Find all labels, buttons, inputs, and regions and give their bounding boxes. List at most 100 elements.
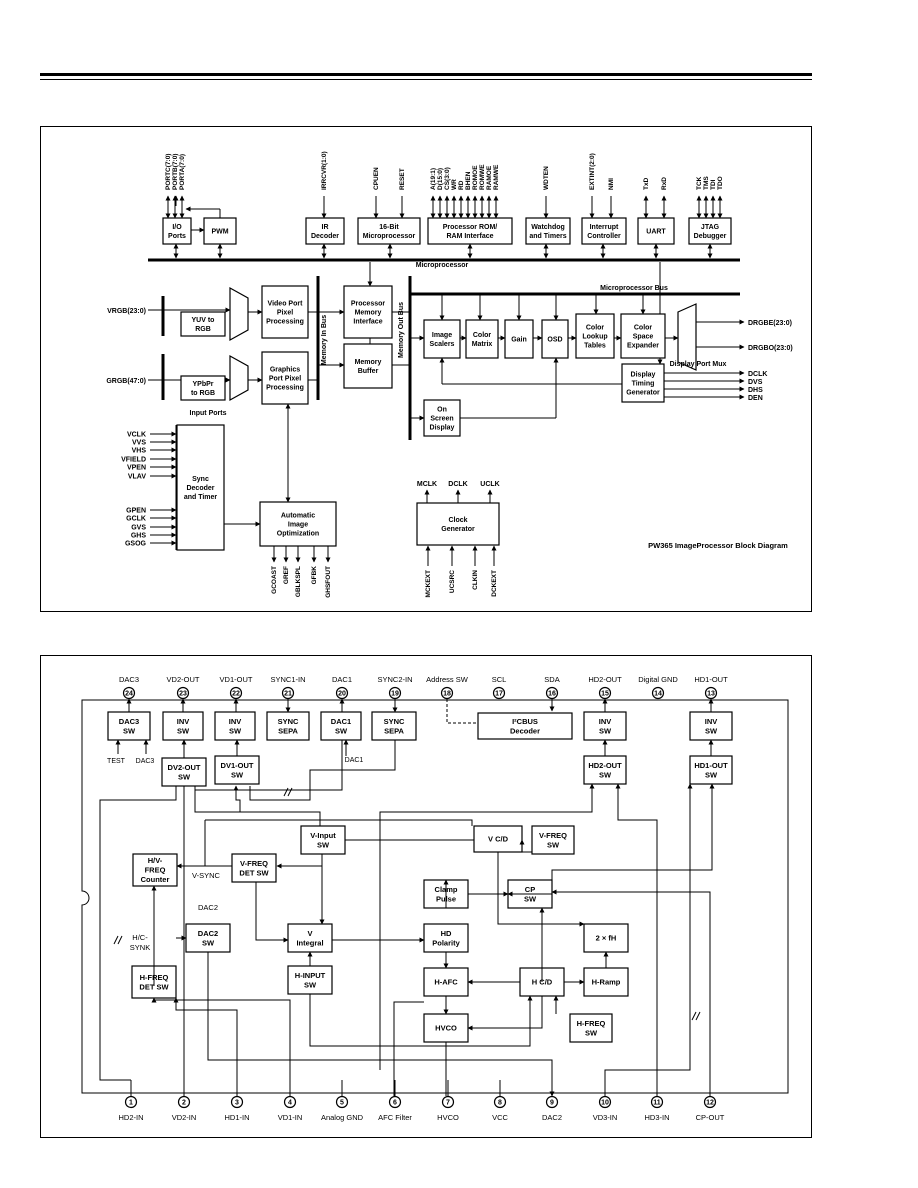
cp-sw-label: SW bbox=[524, 894, 537, 903]
pin-19-number: 19 bbox=[391, 691, 399, 698]
osd-block: OSD bbox=[541, 319, 569, 359]
ir-decoder-label: IR bbox=[322, 224, 329, 231]
pin-10-number: 10 bbox=[601, 1100, 609, 1107]
dv2-out-sw-label: SW bbox=[178, 772, 191, 781]
header-rule-thick bbox=[40, 73, 812, 76]
h-cd-label: H C/D bbox=[532, 978, 553, 987]
image-scalers-label: Scalers bbox=[430, 341, 455, 348]
rom-ram-label: Processor ROM/ bbox=[443, 224, 498, 231]
pin-17-marker bbox=[492, 686, 506, 700]
pin-6-marker bbox=[388, 1095, 402, 1109]
v-sync-label: V-SYNC bbox=[192, 871, 221, 880]
jtag-signal: TMS bbox=[703, 176, 710, 190]
hv-freq-counter-label: FREQ bbox=[145, 866, 166, 875]
pin-3-number: 3 bbox=[235, 1100, 239, 1107]
pin-19-label: SYNC2-IN bbox=[377, 675, 412, 684]
lookup-label: Lookup bbox=[582, 333, 607, 340]
pin-13-number: 13 bbox=[707, 691, 715, 698]
dv1-out-sw-label: DV1-OUT bbox=[221, 761, 254, 770]
dac1-input-label: DAC1 bbox=[345, 757, 364, 764]
lookup-label: Color bbox=[586, 324, 605, 331]
timing-output-dclk: DCLK bbox=[748, 371, 767, 378]
ir-decoder-label: Decoder bbox=[311, 233, 339, 240]
h-afc-label: H-AFC bbox=[434, 978, 458, 987]
hd1-out-sw-label: HD1-OUT bbox=[694, 761, 728, 770]
lookup-label: Tables bbox=[584, 342, 606, 349]
h-freq-det-sw-label: DET SW bbox=[139, 982, 169, 991]
pin-9-label: DAC2 bbox=[542, 1113, 562, 1122]
cp-sw-label: CP bbox=[525, 885, 535, 894]
color-matrix-label: Color bbox=[473, 332, 492, 339]
input-ports-label: Input Ports bbox=[190, 410, 227, 417]
osd-label: OSD bbox=[547, 336, 562, 343]
space-exp-label: Expander bbox=[627, 342, 659, 349]
pin-8-number: 8 bbox=[498, 1100, 502, 1107]
color-matrix-label: Matrix bbox=[472, 341, 493, 348]
dac1-sw-label: DAC1 bbox=[331, 717, 351, 726]
cpu-signal: CPUEN bbox=[373, 167, 380, 190]
inv-sw-15-label: INV bbox=[599, 717, 612, 726]
auto-output-gcoast: GCOAST bbox=[271, 566, 278, 594]
sync-input-vclk: VCLK bbox=[127, 432, 146, 439]
pin-14-label: Digital GND bbox=[638, 675, 678, 684]
h-input-sw-label: H-INPUT bbox=[295, 971, 326, 980]
pin-24-number: 24 bbox=[125, 691, 133, 698]
inv-sw-23-label: SW bbox=[177, 726, 190, 735]
pin-3-marker bbox=[230, 1095, 244, 1109]
inv-sw-22-label: SW bbox=[229, 726, 242, 735]
hd-polarity-label: HD bbox=[441, 929, 452, 938]
sync-sepa-21-label: SEPA bbox=[278, 726, 298, 735]
pin-7-number: 7 bbox=[446, 1100, 450, 1107]
vrgb-label: VRGB(23:0) bbox=[107, 308, 146, 315]
clock-gen-label: Clock bbox=[448, 517, 467, 524]
uart-label: UART bbox=[646, 228, 666, 235]
dv1-out-sw-label: SW bbox=[231, 770, 244, 779]
cpu-signal: RESET bbox=[399, 168, 406, 190]
pwm-block: PWM bbox=[203, 217, 237, 245]
pin-21-label: SYNC1-IN bbox=[270, 675, 305, 684]
pin-5-label: Analog GND bbox=[321, 1113, 364, 1122]
rom-signal: WR bbox=[451, 179, 458, 190]
hv-freq-counter-label: H/V- bbox=[148, 856, 163, 865]
inv-sw-13-label: INV bbox=[705, 717, 718, 726]
dac1-sw-label: SW bbox=[335, 726, 348, 735]
space-exp-label: Space bbox=[633, 333, 654, 340]
pin-6-number: 6 bbox=[393, 1100, 397, 1107]
sync-input-gclk: GCLK bbox=[126, 516, 146, 523]
cpu-label: 16-Bit bbox=[379, 224, 399, 231]
pin-16-number: 16 bbox=[548, 691, 556, 698]
uart-signal: RxD bbox=[661, 177, 668, 190]
interrupt-label: Interrupt bbox=[590, 224, 619, 231]
sync-input-ghs: GHS bbox=[131, 533, 147, 540]
rom-signal: RAMOE bbox=[486, 165, 493, 190]
pin-18-label: Address SW bbox=[426, 675, 469, 684]
hd-polarity-label: Polarity bbox=[432, 938, 460, 947]
clock-output-uclk: UCLK bbox=[480, 481, 499, 488]
hvco-label: HVCO bbox=[435, 1024, 457, 1033]
pin-6-label: AFC Filter bbox=[378, 1113, 412, 1122]
image-scalers-label: Image bbox=[432, 332, 452, 339]
pin-16-marker bbox=[545, 686, 559, 700]
jtag-label: JTAG bbox=[701, 224, 720, 231]
uart-signal: TxD bbox=[643, 177, 650, 190]
v-input-sw-label: SW bbox=[317, 840, 330, 849]
pin-11-label: HD3-IN bbox=[644, 1113, 669, 1122]
ir-decoder-block: IR Decoder bbox=[305, 217, 345, 245]
sync-dec-label: Sync bbox=[192, 476, 209, 483]
cpu-label: Microprocessor bbox=[363, 233, 416, 240]
drgbe-label: DRGBE(23:0) bbox=[748, 320, 792, 327]
grgb-label: GRGB(47:0) bbox=[106, 378, 146, 385]
v-freq-sw-label: SW bbox=[547, 840, 560, 849]
h-ramp-label: H-Ramp bbox=[592, 978, 621, 987]
